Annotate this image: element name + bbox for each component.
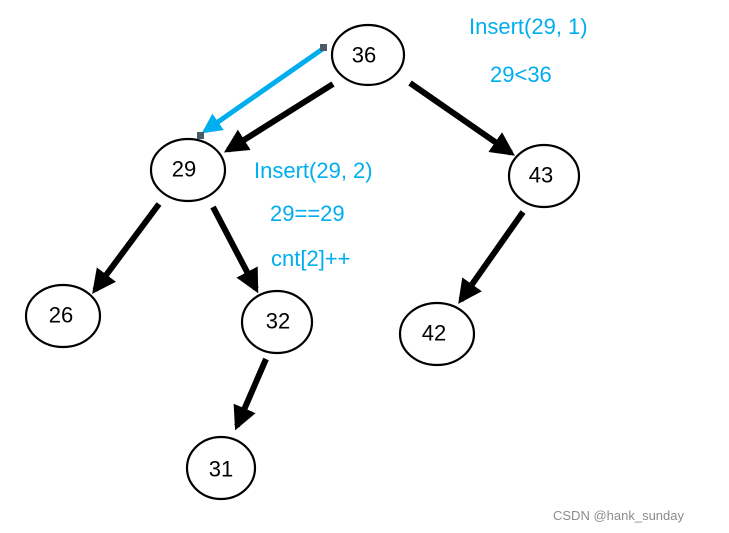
node-label: 32 xyxy=(266,309,290,334)
annotation-step1-call: Insert(29, 1) xyxy=(469,14,588,39)
node-26: 26 xyxy=(24,283,102,349)
edge-43-42 xyxy=(458,210,526,304)
node-29: 29 xyxy=(149,137,227,203)
node-label: 26 xyxy=(49,303,73,328)
edge-29-32 xyxy=(210,205,259,294)
node-31: 31 xyxy=(185,435,257,501)
node-label: 36 xyxy=(352,43,376,68)
edge-32-31 xyxy=(233,357,269,431)
highlight-arrow-36-29 xyxy=(201,45,326,134)
node-32: 32 xyxy=(240,289,314,355)
edge-29-26 xyxy=(92,202,162,294)
annotation-step2-action: cnt[2]++ xyxy=(271,246,351,271)
node-label: 29 xyxy=(172,157,196,182)
highlight-handle-end xyxy=(197,132,204,139)
node-42: 42 xyxy=(398,301,476,367)
edge-36-43 xyxy=(408,80,515,156)
traversal-highlight xyxy=(197,44,327,139)
node-label: 43 xyxy=(529,163,553,188)
tree-edges xyxy=(92,80,526,431)
edge-36-29 xyxy=(223,81,335,153)
node-label: 31 xyxy=(209,457,233,482)
highlight-handle-start xyxy=(320,44,327,51)
annotation-step2-compare: 29==29 xyxy=(270,201,345,226)
watermark: CSDN @hank_sunday xyxy=(553,508,684,523)
annotation-step2-call: Insert(29, 2) xyxy=(254,158,373,183)
node-36: 36 xyxy=(330,23,406,87)
annotation-step1-compare: 29<36 xyxy=(490,62,552,87)
node-label: 42 xyxy=(422,321,446,346)
tree-nodes: 36 29 43 26 32 42 31 xyxy=(24,23,581,501)
annotations: Insert(29, 1) 29<36 Insert(29, 2) 29==29… xyxy=(254,14,588,271)
node-43: 43 xyxy=(507,143,581,209)
